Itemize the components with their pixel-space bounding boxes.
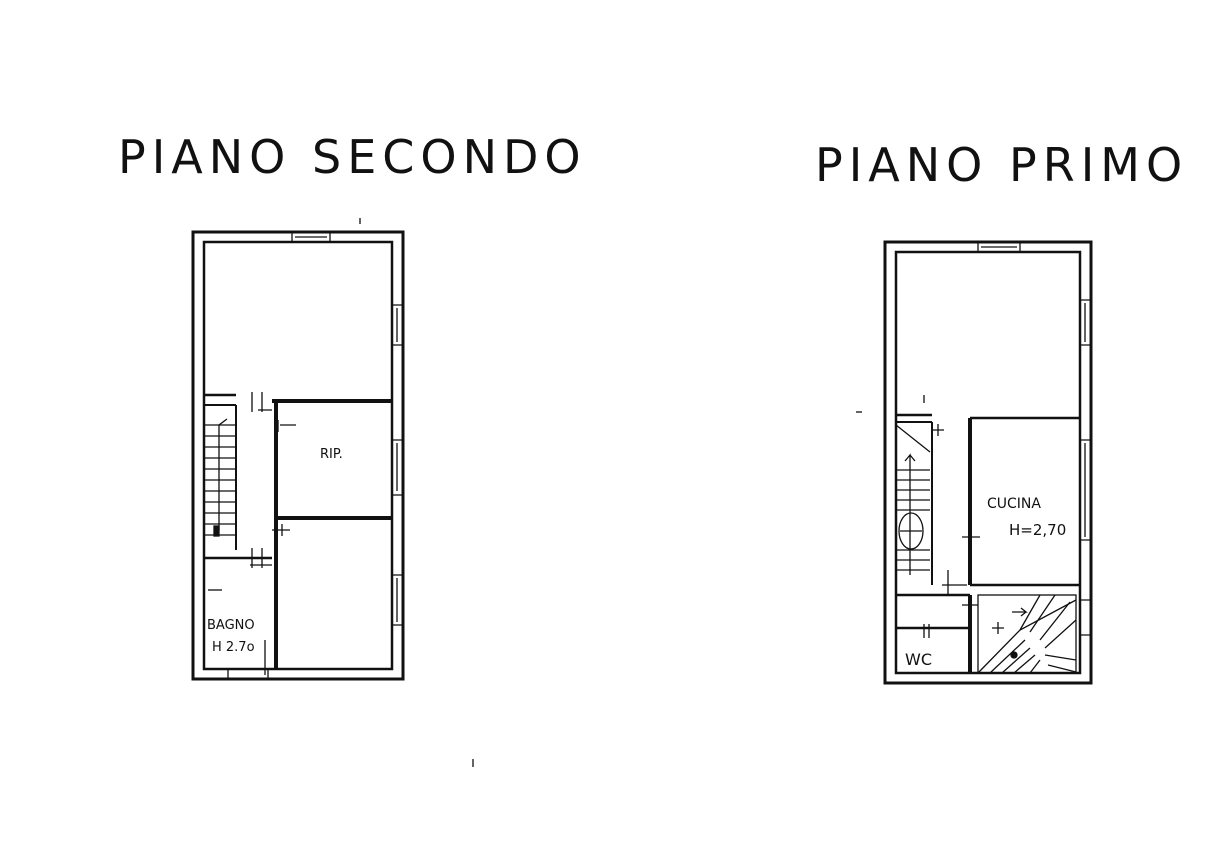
lower-staircase xyxy=(977,594,1077,674)
room-height-bagno: H 2.7o xyxy=(212,640,255,655)
window-marks xyxy=(227,232,403,679)
outer-wall-inner-line xyxy=(202,240,394,671)
interior-walls xyxy=(896,413,1080,673)
outer-wall-inner-line xyxy=(894,250,1082,675)
outer-wall-outer-line xyxy=(191,230,405,681)
room-label-cucina: CUCINA xyxy=(987,496,1041,512)
floor-title-piano-secondo: PIANO SECONDO xyxy=(118,130,587,184)
interior-walls xyxy=(204,393,392,669)
staircase xyxy=(204,418,236,537)
outer-wall-outer-line xyxy=(883,240,1093,685)
staircase xyxy=(895,424,931,575)
floor-plan-piano-secondo: RIP. BAGNO H 2.7o xyxy=(191,218,405,681)
floor-title-piano-primo: PIANO PRIMO xyxy=(815,138,1189,192)
room-label-rip: RIP. xyxy=(320,447,343,462)
door-marks xyxy=(856,395,1004,638)
room-height-cucina: H=2,70 xyxy=(1009,521,1066,539)
door-marks xyxy=(208,218,361,675)
floor-plan-piano-primo: CUCINA H=2,70 WC xyxy=(856,240,1093,685)
room-label-wc: WC xyxy=(905,650,932,669)
window-marks xyxy=(977,242,1091,636)
room-label-bagno: BAGNO xyxy=(207,618,255,633)
